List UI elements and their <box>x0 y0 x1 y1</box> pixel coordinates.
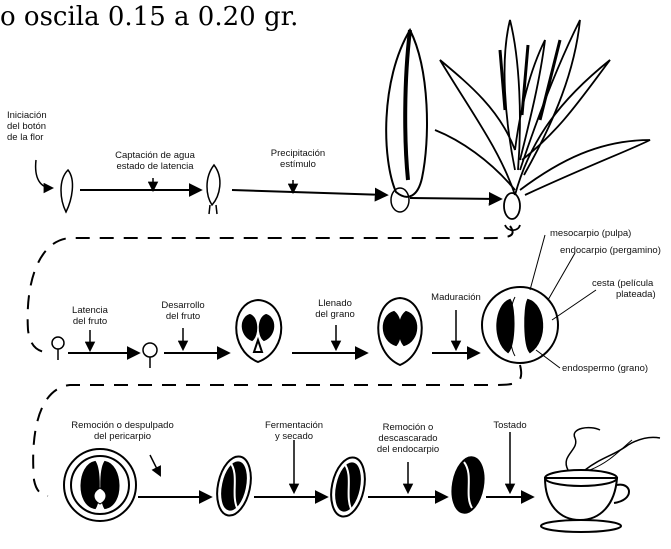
row1-initiation-arrow <box>36 160 52 188</box>
label-maduracion: Maduración <box>420 292 492 303</box>
label-remocion-pericarpio: Remoción o despulpado del pericarpio <box>50 420 195 442</box>
row3-tick-remocion-pericarpio <box>150 455 160 475</box>
mature-fruit <box>482 287 558 363</box>
label-endocarpio: endocarpio (pergamino) <box>560 245 661 256</box>
label-desarrollo: Desarrollo del fruto <box>152 300 214 322</box>
fruit-early <box>236 300 281 362</box>
flower-remnant-1 <box>52 337 64 360</box>
row1-main-arrow-3 <box>410 198 500 199</box>
bean-dried <box>326 454 370 519</box>
fruit-filling <box>378 298 422 365</box>
bud-small <box>61 170 72 212</box>
row1-main-arrow-2 <box>232 190 386 195</box>
flower-remnant-2 <box>143 343 157 368</box>
label-captacion: Captación de agua estado de latencia <box>95 150 215 172</box>
label-cesta: cesta (película plateada) <box>592 278 656 300</box>
label-fermentacion: Fermentación y secado <box>258 420 330 442</box>
coffee-cup <box>541 428 660 532</box>
label-llenado: Llenado del grano <box>302 298 368 320</box>
label-precipitacion: Precipitación estímulo <box>258 148 338 170</box>
label-remocion-endocarpio: Remoción o descascarado del endocarpio <box>370 422 446 455</box>
whole-cherry <box>64 449 136 521</box>
bean-green <box>448 455 487 515</box>
label-latencia: Latencia del fruto <box>60 305 120 327</box>
label-tostado: Tostado <box>486 420 534 431</box>
label-mesocarpio: mesocarpio (pulpa) <box>550 228 631 239</box>
label-endospermo: endospermo (grano) <box>562 363 648 374</box>
bean-parchment <box>212 453 256 518</box>
label-iniciacion: Iniciación del botón de la flor <box>7 110 62 143</box>
